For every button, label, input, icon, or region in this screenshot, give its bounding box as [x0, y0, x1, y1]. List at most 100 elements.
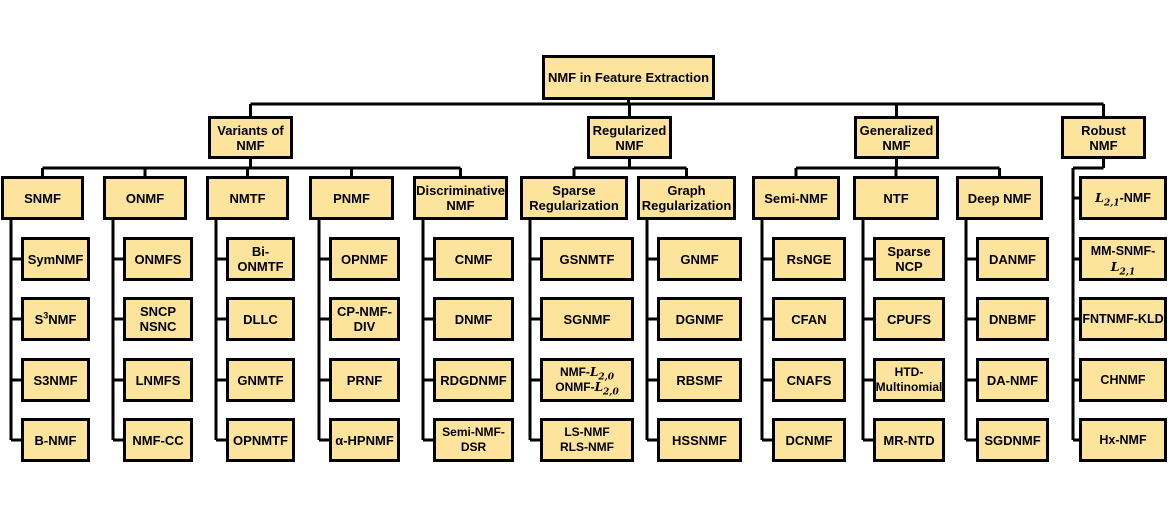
category-box-label: Semi-NMF	[764, 190, 828, 206]
leaf-box: DANMF	[976, 237, 1049, 281]
leaf-box: Semi-NMF-DSR	[433, 418, 514, 462]
category-box-label: NMF	[446, 198, 475, 213]
leaf-box: α-HPNMF	[329, 418, 400, 462]
leaf-box-label: DCNMF	[785, 432, 833, 448]
category-box: NMTF	[206, 176, 289, 220]
leaf-box-label: GNMF	[680, 251, 719, 267]
leaf-box-label: Sparse NCP	[887, 244, 931, 274]
leaf-box-label: CP-NMF-DIV	[337, 304, 392, 334]
leaf-box: CFAN	[772, 297, 846, 341]
leaf-box: SGNMF	[540, 297, 634, 341]
group-box-label: NMF	[615, 137, 644, 153]
group-box-label: Variants of	[217, 122, 284, 138]
leaf-box: NMF-CC	[123, 418, 193, 462]
group-box-label: NMF	[236, 137, 265, 153]
category-box-label: ONMF	[125, 190, 165, 206]
leaf-box: HTD-Multinomial	[873, 358, 945, 402]
category-box: Semi-NMF	[752, 176, 840, 220]
leaf-box: SymNMF	[21, 237, 90, 281]
category-box-label: Sparse	[552, 183, 596, 198]
leaf-box-label: SGNMF	[563, 311, 611, 327]
leaf-box: CPUFS	[873, 297, 945, 341]
group-box-label: Robust	[1081, 122, 1126, 138]
leaf-box: S3NMF	[21, 358, 90, 402]
leaf-box-label: OPNMF	[341, 251, 388, 267]
leaf-box-label: SGDNMF	[984, 432, 1041, 448]
leaf-box-label: NSNC	[139, 319, 177, 334]
leaf-box: DNBMF	[976, 297, 1049, 341]
root-box: NMF in Feature Extraction	[542, 55, 715, 100]
leaf-box: Sparse NCP	[873, 237, 945, 281]
leaf-box-label: SymNMF	[27, 251, 84, 267]
leaf-box-label: FNTNMF-KLD	[1082, 311, 1164, 326]
category-box-label: Regularization	[529, 198, 619, 213]
leaf-box: ONMFS	[123, 237, 193, 281]
leaf-box: OPNMTF	[226, 418, 295, 462]
leaf-box: CP-NMF-DIV	[329, 297, 400, 341]
category-box: ONMF	[103, 176, 187, 220]
category-box-label: Discriminative	[416, 183, 505, 198]
leaf-box: RDGDNMF	[433, 358, 514, 402]
leaf-box: DA-NMF	[976, 358, 1049, 402]
category-box-label: Graph	[667, 183, 706, 198]
leaf-box-label: LNMFS	[135, 372, 181, 388]
leaf-box-label: HSSNMF	[672, 432, 727, 448]
leaf-box: SGDNMF	[976, 418, 1049, 462]
category-box: PNMF	[309, 176, 394, 220]
leaf-box-label: LS-NMF	[564, 425, 610, 439]
leaf-box: CNAFS	[772, 358, 846, 402]
leaf-box: PRNF	[329, 358, 400, 402]
leaf-box: LNMFS	[123, 358, 193, 402]
leaf-box: S3NMF	[21, 297, 90, 341]
leaf-box-label: GSNMTF	[559, 251, 615, 267]
category-box-label: SNMF	[24, 190, 61, 206]
leaf-box: CHNMF	[1079, 358, 1167, 402]
leaf-box: B-NMF	[21, 418, 90, 462]
leaf-box: OPNMF	[329, 237, 400, 281]
leaf-box-label: HTD-	[894, 365, 924, 379]
leaf-box-label: S3NMF	[33, 372, 78, 388]
category-box: NTF	[853, 176, 939, 220]
leaf-box-label: CNMF	[454, 251, 493, 267]
leaf-box-label: NMF-CC	[132, 432, 184, 448]
leaf-box: MM-SNMF-L2,1	[1079, 237, 1167, 281]
leaf-box-label: GNMTF	[237, 372, 284, 388]
leaf-box-label: Bi-ONMTF	[237, 244, 284, 274]
leaf-box-label: L2,1	[1110, 258, 1136, 277]
leaf-box-label: RLS-NMF	[560, 440, 614, 454]
leaf-box-label: CFAN	[791, 311, 827, 327]
leaf-box-label: Semi-NMF-	[442, 425, 505, 439]
category-box-label: NMTF	[229, 190, 266, 206]
category-box-label: NTF	[883, 190, 909, 206]
leaf-box-label: CHNMF	[1100, 372, 1146, 387]
leaf-box: CNMF	[433, 237, 514, 281]
leaf-box-label: B-NMF	[34, 432, 77, 448]
leaf-box-label: CPUFS	[886, 311, 932, 327]
leaf-box: Hx-NMF	[1079, 418, 1167, 462]
leaf-box-label: α-HPNMF	[335, 432, 394, 448]
leaf-box-label: DLLC	[243, 311, 278, 327]
leaf-box: GNMTF	[226, 358, 295, 402]
leaf-box-label: ONMF-L2,0	[555, 380, 619, 398]
category-box-label: Regularization	[641, 198, 732, 213]
leaf-box: DLLC	[226, 297, 295, 341]
leaf-box-label: NMF-L2,0	[559, 365, 615, 383]
leaf-box: Bi-ONMTF	[226, 237, 295, 281]
leaf-box-label: SNCP	[139, 304, 177, 319]
leaf-box-label: CNAFS	[786, 372, 832, 388]
root-box-label: NMF in Feature Extraction	[547, 70, 710, 85]
leaf-box-label: RsNGE	[786, 251, 832, 267]
leaf-box: MR-NTD	[873, 418, 945, 462]
category-box-label: PNMF	[333, 190, 370, 206]
leaf-box-label: ONMFS	[134, 251, 182, 267]
leaf-box-label: DSR	[460, 440, 487, 454]
